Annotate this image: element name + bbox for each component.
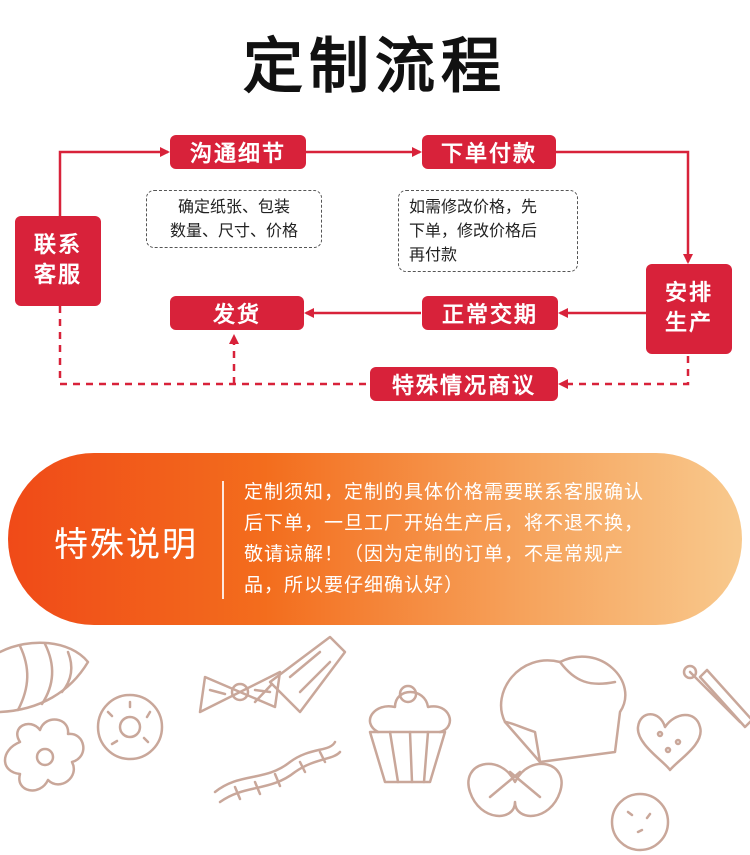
dashed-production-to-special [558,356,690,389]
croissant-icon [0,641,90,714]
process-flowchart: 联系客服 沟通细节 下单付款 安排生产 正常交期 发货 特殊情况商议 确定纸张、… [0,0,750,420]
donut-icon [96,693,164,761]
piping-bag-icon [253,635,347,714]
note-payment: 如需修改价格，先下单，修改价格后再付款 [398,190,578,272]
heart-cookie-icon [636,713,702,772]
special-notice-text: 定制须知，定制的具体价格需要联系客服确认 后下单，一旦工厂开始生产后，将不退不换… [244,481,645,596]
step-normal-delivery: 正常交期 [422,296,558,330]
banner-divider [222,481,224,599]
twist-bread-icon [213,740,342,804]
bread-icon [499,655,627,764]
flow-connectors [58,147,693,389]
step-special-negotiation: 特殊情况商议 [370,367,558,401]
step-contact-service: 联系客服 [15,216,101,306]
step-ship: 发货 [170,296,304,330]
page-title: 定制流程 [243,32,507,102]
arrow-payment-to-production [556,150,693,264]
note-details: 确定纸张、包装数量、尺寸、价格 [146,190,322,248]
cupcake-icon [368,684,452,784]
bakery-illustrations [0,635,750,852]
rolling-pin-icon [682,664,750,729]
bow-icon [198,670,282,714]
pretzel-icon [467,762,563,818]
step-communicate-details: 沟通细节 [170,135,306,169]
arrow-contact-to-details [58,147,170,216]
dashed-contact-to-special [58,306,370,386]
special-notice-title: 特殊说明 [54,525,198,565]
step-order-payment: 下单付款 [422,135,556,169]
step-arrange-production: 安排生产 [646,264,732,354]
flower-bun-icon [3,718,85,792]
cookie-icon [610,792,670,852]
special-notice-banner: 特殊说明 定制须知，定制的具体价格需要联系客服确认 后下单，一旦工厂开始生产后，… [8,453,742,625]
